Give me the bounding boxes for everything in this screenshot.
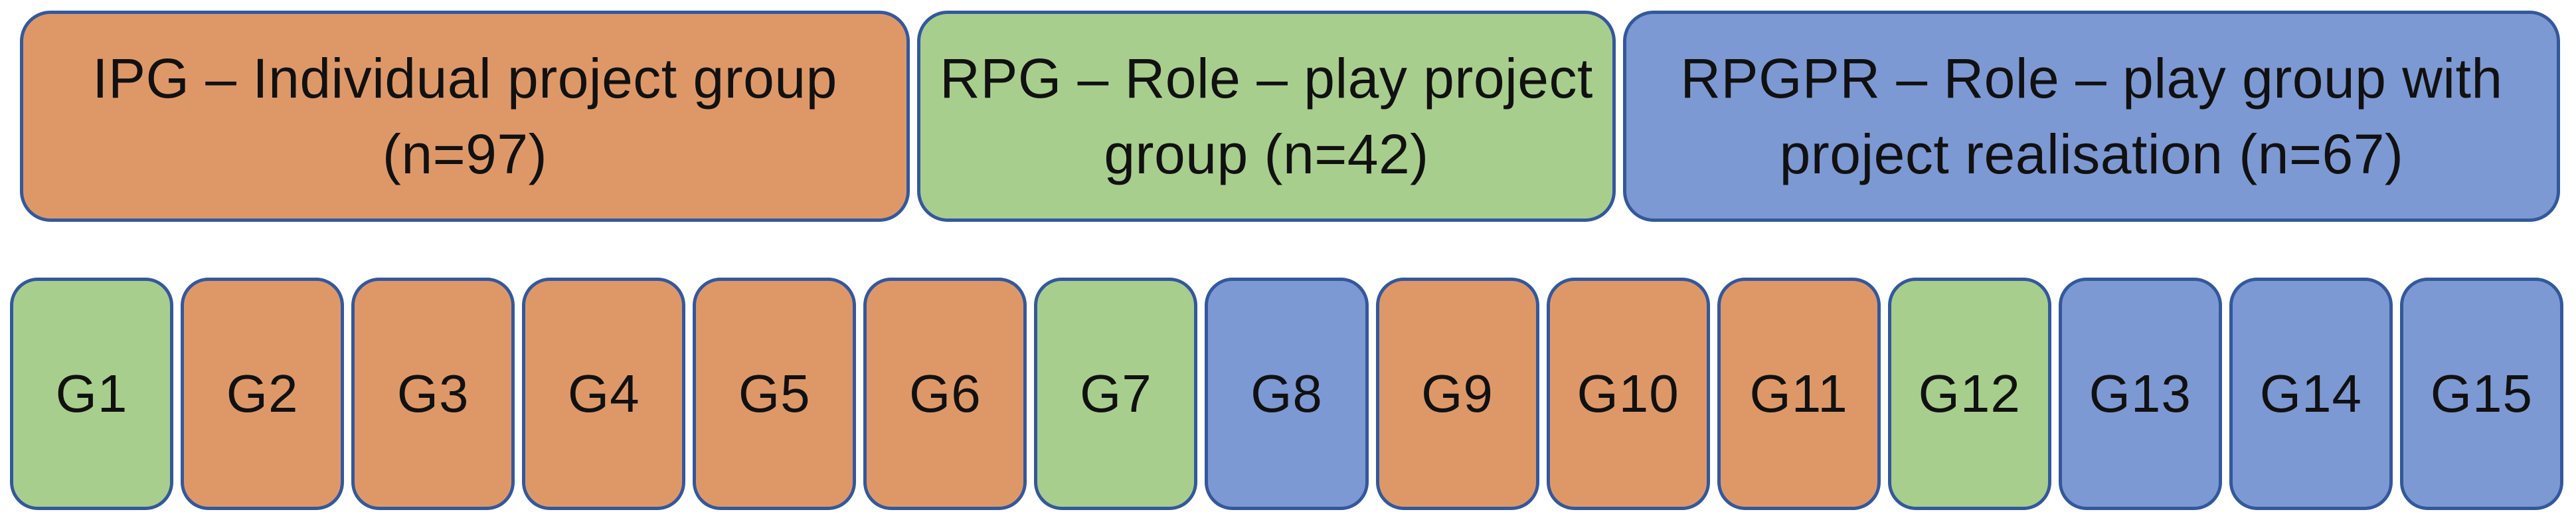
group-box-g1: G1 [10, 278, 174, 510]
legend-label-rpg: RPG – Role – play project group (n=42) [940, 47, 1593, 185]
group-box-g14: G14 [2229, 278, 2393, 510]
legend-box-ipg: IPG – Individual project group (n=97) [20, 11, 910, 222]
group-box-g4: G4 [522, 278, 686, 510]
group-label-g12: G12 [1918, 364, 2021, 423]
group-box-g5: G5 [693, 278, 857, 510]
group-label-g8: G8 [1250, 364, 1323, 423]
group-label-g14: G14 [2259, 364, 2362, 423]
legend-box-rpg: RPG – Role – play project group (n=42) [917, 11, 1616, 222]
legend-label-ipg: IPG – Individual project group (n=97) [92, 47, 837, 185]
group-box-g9: G9 [1375, 278, 1539, 510]
group-box-g10: G10 [1546, 278, 1710, 510]
group-box-g8: G8 [1205, 278, 1369, 510]
group-label-g1: G1 [55, 364, 128, 423]
group-label-g4: G4 [567, 364, 640, 423]
group-box-g2: G2 [181, 278, 345, 510]
group-box-g15: G15 [2399, 278, 2563, 510]
group-label-g2: G2 [226, 364, 299, 423]
group-box-g13: G13 [2058, 278, 2222, 510]
group-label-g10: G10 [1577, 364, 1679, 423]
group-label-g7: G7 [1080, 364, 1152, 423]
group-box-g7: G7 [1034, 278, 1198, 510]
group-label-g9: G9 [1421, 364, 1494, 423]
group-label-g15: G15 [2430, 364, 2533, 423]
legend-box-rpgpr: RPGPR – Role – play group with project r… [1623, 11, 2560, 222]
group-label-g6: G6 [908, 364, 982, 423]
group-box-g3: G3 [351, 278, 515, 510]
group-box-g6: G6 [863, 278, 1027, 510]
groups-row: G1 G2 G3 G4 G5 G6 G7 G8 G9 G10 G11 [10, 278, 2563, 510]
legend-row: IPG – Individual project group (n=97) RP… [20, 11, 2560, 222]
legend-label-rpgpr: RPGPR – Role – play group with project r… [1680, 47, 2503, 185]
group-label-g13: G13 [2089, 364, 2191, 423]
group-label-g3: G3 [396, 364, 470, 423]
group-box-g12: G12 [1887, 278, 2051, 510]
group-box-g11: G11 [1717, 278, 1881, 510]
group-label-g11: G11 [1749, 364, 1848, 423]
group-label-g5: G5 [738, 364, 811, 423]
